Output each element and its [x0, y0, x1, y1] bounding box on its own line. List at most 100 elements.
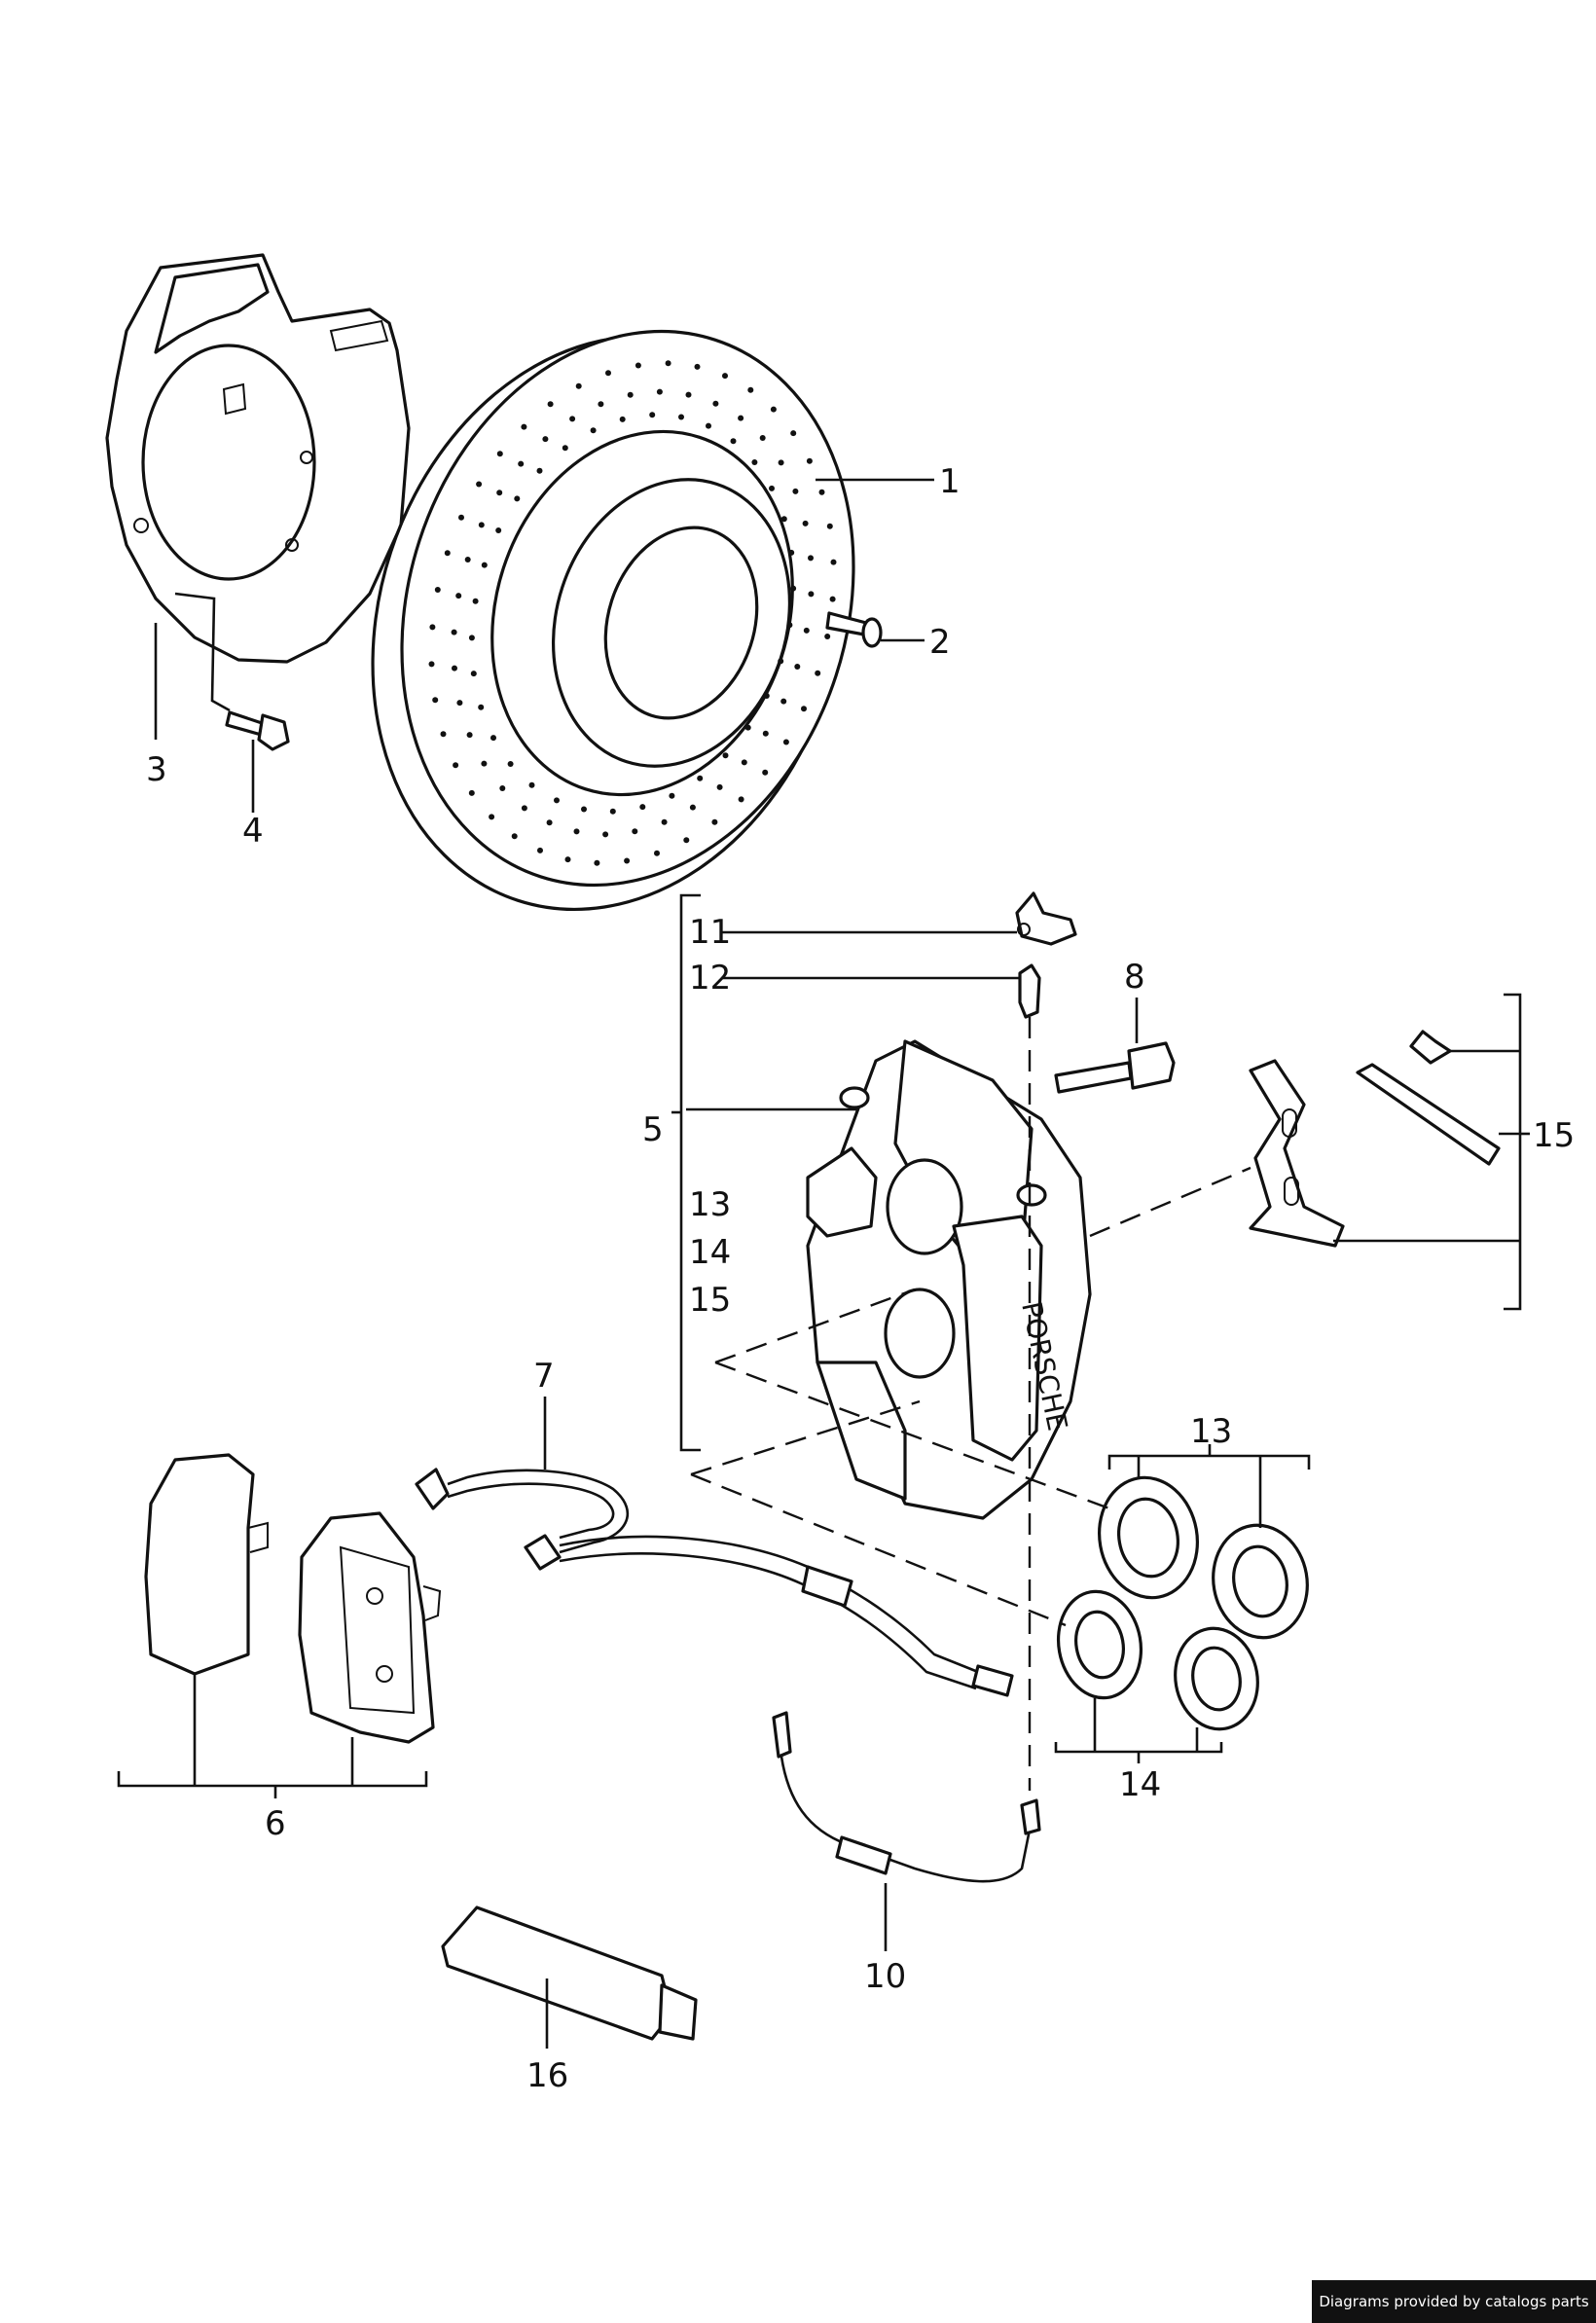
disc-drill-hole	[440, 731, 447, 738]
disc-drill-hole	[598, 401, 604, 408]
disc-drill-hole	[669, 792, 675, 799]
disc-drill-hole	[472, 598, 479, 604]
disc-drill-hole	[824, 634, 831, 639]
disc-drill-hole	[649, 412, 656, 418]
disc-drill-hole	[562, 445, 568, 452]
disc-drill-hole	[496, 490, 503, 496]
disc-drill-hole	[802, 520, 809, 526]
disc-drill-hole	[468, 635, 475, 641]
disc-drill-hole	[609, 808, 616, 815]
leader-lines	[117, 478, 1530, 2049]
disc-drill-hole	[769, 485, 775, 491]
disc-drill-hole	[632, 828, 638, 835]
disc-drill-hole	[697, 775, 704, 781]
part-piston-seal-kit-14	[1056, 1589, 1259, 1731]
disc-drill-hole	[780, 516, 787, 523]
disc-drill-hole	[683, 837, 690, 844]
part-hex-bolt	[225, 710, 290, 751]
disc-drill-hole	[685, 391, 692, 398]
callout-4: 4	[242, 812, 264, 851]
callout-5: 5	[642, 1110, 664, 1149]
part-pad-wear-sensor	[415, 1468, 1014, 1697]
disc-drill-hole	[536, 467, 543, 474]
disc-drill-hole	[770, 406, 777, 413]
disc-drill-hole	[444, 550, 451, 557]
disc-drill-hole	[716, 783, 723, 790]
callout-15-list: 15	[689, 1281, 731, 1320]
disc-drill-hole	[788, 549, 795, 556]
callout-numbers: 1 2 3 4 5 11 12 13 14 15 8 15 13 14 7 6 …	[146, 462, 1575, 2095]
disc-drill-hole	[434, 587, 441, 593]
part-bleeder-cap	[1015, 891, 1077, 946]
disc-drill-hole	[751, 459, 758, 465]
callout-2: 2	[929, 623, 951, 662]
disc-drill-hole	[711, 818, 718, 825]
part-brake-disc	[371, 329, 855, 912]
part-piston-seal-kit-13	[1097, 1475, 1309, 1640]
disc-drill-hole	[678, 414, 684, 420]
disc-drill-hole	[786, 622, 793, 629]
part-pad-spring-pin-set	[1249, 1030, 1501, 1248]
disc-drill-hole	[547, 401, 554, 408]
part-brake-caliper: PORSCHE	[806, 1039, 1092, 1520]
disc-drill-hole	[495, 527, 502, 533]
disc-drill-hole	[706, 422, 711, 429]
disc-drill-hole	[478, 522, 485, 528]
disc-drill-hole	[627, 391, 634, 398]
disc-drill-hole	[806, 457, 813, 464]
disc-drill-hole	[818, 489, 825, 495]
disc-drill-hole	[792, 488, 799, 494]
disc-drill-hole	[794, 664, 801, 670]
disc-drill-hole	[542, 436, 549, 443]
disc-drill-hole	[537, 847, 543, 853]
disc-drill-hole	[468, 789, 475, 796]
disc-drill-hole	[452, 665, 457, 671]
disc-drill-hole	[808, 555, 814, 562]
alignment-lines	[690, 1017, 1251, 1791]
callout-1: 1	[939, 462, 961, 501]
callout-10: 10	[864, 1957, 906, 1996]
disc-drill-hole	[808, 591, 815, 598]
disc-drill-hole	[790, 585, 797, 592]
disc-drill-hole	[590, 427, 597, 434]
disc-drill-hole	[741, 759, 747, 766]
disc-drill-hole	[451, 629, 457, 635]
disc-drill-hole	[489, 814, 495, 820]
disc-drill-hole	[778, 459, 784, 466]
disc-drill-hole	[511, 833, 518, 840]
disc-drill-hole	[738, 796, 744, 803]
callout-7: 7	[533, 1357, 555, 1396]
disc-drill-hole	[554, 797, 560, 804]
disc-drill-hole	[656, 388, 663, 395]
disc-drill-hole	[521, 805, 527, 812]
part-brake-line	[772, 1711, 1041, 1883]
disc-drill-hole	[801, 706, 807, 712]
disc-drill-hole	[762, 730, 769, 737]
disc-drill-hole	[496, 451, 503, 457]
disc-drill-hole	[429, 624, 436, 631]
part-splash-shield	[105, 253, 411, 664]
disc-drill-hole	[829, 596, 836, 602]
disc-drill-hole	[481, 562, 488, 568]
disc-drill-hole	[744, 724, 751, 731]
disc-drill-hole	[490, 735, 496, 742]
disc-drill-hole	[635, 362, 641, 369]
disc-drill-hole	[569, 416, 576, 422]
disc-drill-hole	[594, 859, 600, 866]
callout-13: 13	[1190, 1412, 1232, 1451]
callout-8: 8	[1124, 958, 1145, 997]
disc-drill-hole	[428, 661, 435, 668]
disc-drill-hole	[730, 438, 737, 445]
disc-drill-hole	[605, 370, 611, 377]
part-caliper-bolt	[1054, 1041, 1176, 1094]
disc-drill-hole	[712, 400, 719, 407]
disc-drill-hole	[661, 818, 668, 825]
part-countersunk-screw	[825, 611, 883, 648]
disc-drill-hole	[759, 435, 766, 441]
part-assembly-paste-tube	[441, 1906, 698, 2041]
disc-drill-hole	[521, 423, 527, 430]
disc-drill-hole	[507, 761, 514, 767]
disc-drill-hole	[575, 382, 582, 389]
disc-drill-hole	[689, 804, 696, 811]
disc-drill-hole	[815, 670, 821, 676]
